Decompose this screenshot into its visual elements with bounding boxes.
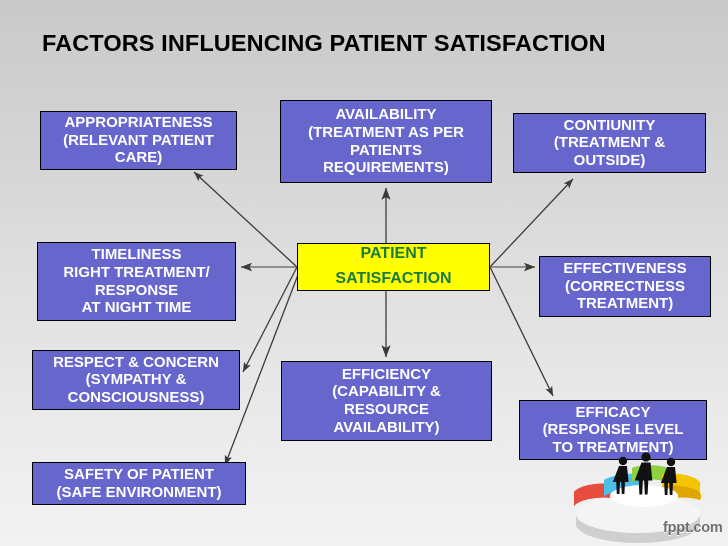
factor-box-timeliness[interactable]: TIMELINESS RIGHT TREATMENT/ RESPONSE AT … <box>37 242 236 321</box>
factor-line: RESPONSE <box>94 281 179 299</box>
factor-line: AVAILABILITY <box>335 106 437 124</box>
factor-line: EFFICACY <box>575 403 651 421</box>
fppt-watermark-text: fppt.com <box>663 520 723 536</box>
factor-line: TREATMENT) <box>576 295 674 313</box>
factor-box-effectiveness[interactable]: EFFECTIVENESS (CORRECTNESS TREATMENT) <box>539 256 711 317</box>
factor-line: (RESPONSE LEVEL <box>542 421 684 439</box>
factor-box-availability[interactable]: AVAILABILITY (TREATMENT AS PER PATIENTS … <box>280 100 492 183</box>
arrow-to-respect-concern <box>242 266 298 373</box>
factor-line: SAFETY OF PATIENT <box>63 465 214 483</box>
factor-line: RESPECT & CONCERN <box>53 353 219 371</box>
factor-box-safety[interactable]: SAFETY OF PATIENT (SAFE ENVIRONMENT) <box>32 462 246 505</box>
factor-line: RIGHT TREATMENT/ <box>63 263 210 281</box>
factor-line: (CORRECTNESS <box>564 277 685 295</box>
factor-line: (SYMPATHY & <box>85 371 187 389</box>
arrow-to-continuity <box>489 178 574 268</box>
factor-line: PATIENTS <box>350 141 422 159</box>
factor-line: (TREATMENT AS PER <box>308 123 464 141</box>
factor-line: TIMELINESS <box>91 246 182 264</box>
factor-line: AT NIGHT TIME <box>81 299 192 317</box>
factor-line: RESOURCE <box>343 401 429 418</box>
factor-line: CONTIUNITY <box>563 116 656 134</box>
factor-line: OUTSIDE) <box>573 151 646 169</box>
factor-line: EFFECTIVENESS <box>563 260 687 278</box>
center-line: PATIENT <box>360 245 427 263</box>
factor-line: AVAILABILITY) <box>333 418 440 436</box>
factor-line: (CAPABILITY & <box>332 383 441 401</box>
factor-line: (TREATMENT & <box>553 134 666 152</box>
factor-line: (SAFE ENVIRONMENT) <box>56 483 222 501</box>
factor-box-efficacy[interactable]: EFFICACY (RESPONSE LEVEL TO TREATMENT) <box>519 400 707 460</box>
factor-line: CONSCIOUSNESS) <box>67 388 205 406</box>
factor-line: EFFICIENCY <box>341 365 432 383</box>
page-title: FACTORS INFLUENCING PATIENT SATISFACTION <box>42 30 606 56</box>
factor-line: CARE) <box>114 149 163 167</box>
factor-line: TO TREATMENT) <box>552 438 674 456</box>
factor-box-continuity[interactable]: CONTIUNITY (TREATMENT & OUTSIDE) <box>513 113 706 173</box>
factor-line: APPROPRIATENESS <box>64 114 213 132</box>
center-line: SATISFACTION <box>335 270 452 287</box>
factor-box-efficiency[interactable]: EFFICIENCY (CAPABILITY & RESOURCE AVAILA… <box>281 361 492 441</box>
center-box-patient-satisfaction[interactable]: PATIENT SATISFACTION <box>297 243 490 291</box>
factor-line: REQUIREMENTS) <box>323 159 449 177</box>
factor-box-respect-concern[interactable]: RESPECT & CONCERN (SYMPATHY & CONSCIOUSN… <box>32 350 240 410</box>
factor-line: (RELEVANT PATIENT <box>63 131 214 149</box>
fppt-podium-graphic <box>574 452 702 543</box>
factor-box-appropriateness[interactable]: APPROPRIATENESS (RELEVANT PATIENT CARE) <box>40 111 237 170</box>
